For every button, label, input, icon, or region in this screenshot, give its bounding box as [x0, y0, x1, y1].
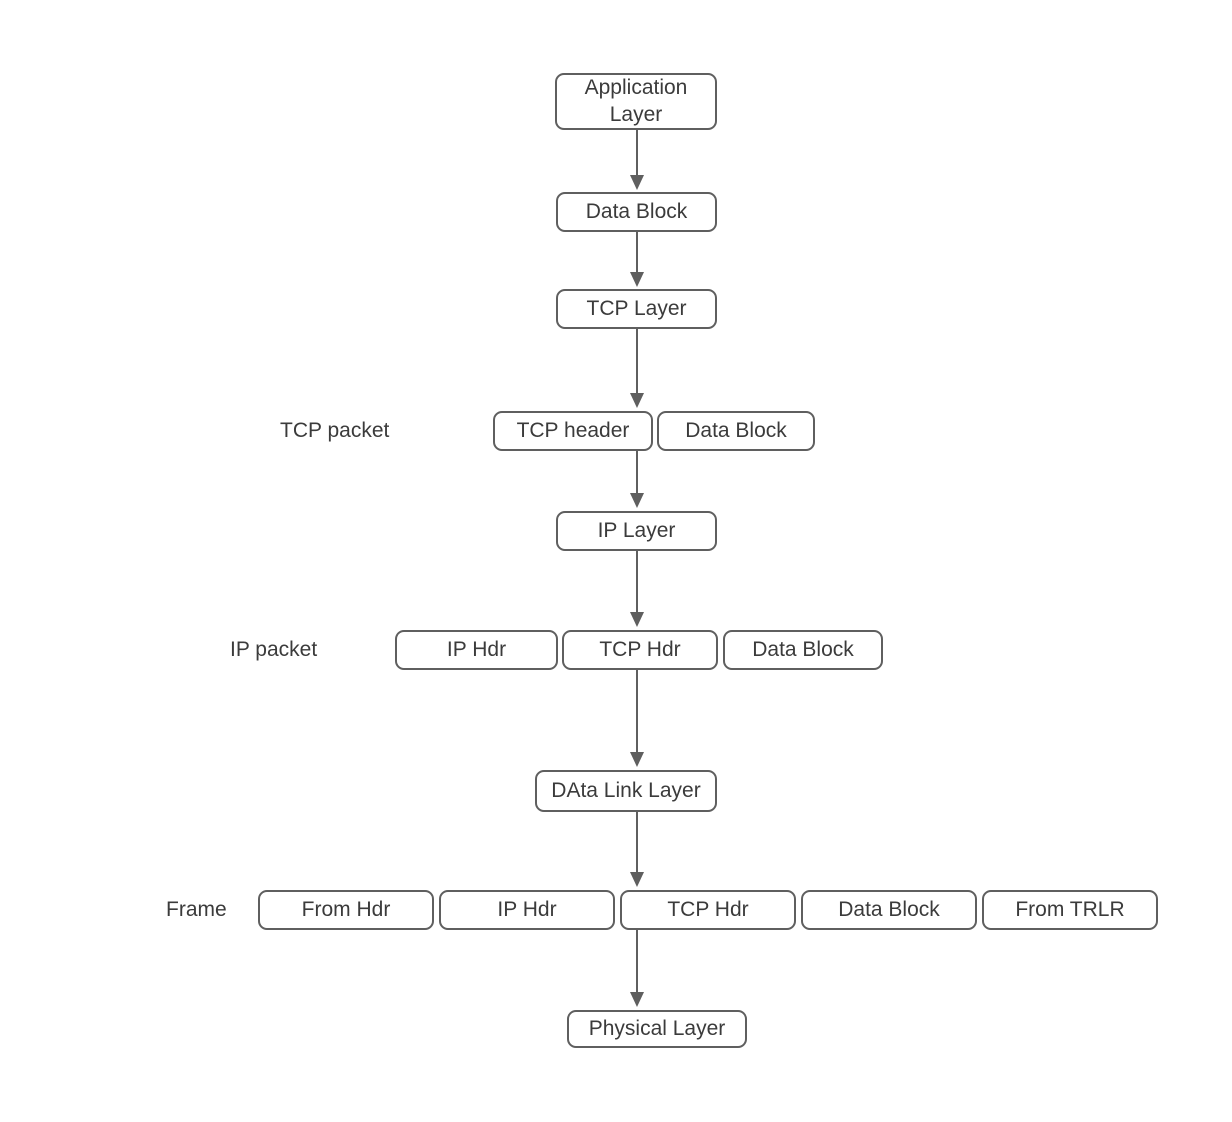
node-frame-tcp-hdr: TCP Hdr: [620, 890, 796, 930]
arrow-down-head-icon-8: [630, 992, 644, 1007]
node-ip-layer: IP Layer: [556, 511, 717, 551]
label-frame: Frame: [166, 898, 227, 921]
arrow-down-stem-8: [636, 930, 638, 994]
arrow-down-stem-5: [636, 551, 638, 614]
node-tcp-layer: TCP Layer: [556, 289, 717, 329]
node-tcp-packet-tcp-header: TCP header: [493, 411, 653, 451]
node-frame-ip-hdr: IP Hdr: [439, 890, 615, 930]
node-frame-from-hdr: From Hdr: [258, 890, 434, 930]
arrow-down-stem-4: [636, 451, 638, 495]
label-tcp-packet: TCP packet: [280, 419, 390, 442]
node-application-layer: Application Layer: [555, 73, 717, 130]
arrow-down-stem-6: [636, 670, 638, 754]
arrow-down-stem-1: [636, 130, 638, 177]
arrow-down-stem-7: [636, 812, 638, 874]
arrow-down-head-icon-6: [630, 752, 644, 767]
node-frame-data-block: Data Block: [801, 890, 977, 930]
node-tcp-packet-data-block: Data Block: [657, 411, 815, 451]
arrow-down-head-icon-7: [630, 872, 644, 887]
node-data-block-top: Data Block: [556, 192, 717, 232]
arrow-down-head-icon-5: [630, 612, 644, 627]
node-physical-layer: Physical Layer: [567, 1010, 747, 1048]
arrow-down-head-icon-1: [630, 175, 644, 190]
arrow-down-stem-3: [636, 329, 638, 395]
node-frame-from-trlr: From TRLR: [982, 890, 1158, 930]
arrow-down-head-icon-4: [630, 493, 644, 508]
node-ip-packet-data-block: Data Block: [723, 630, 883, 670]
label-ip-packet: IP packet: [230, 638, 318, 661]
arrow-down-head-icon-3: [630, 393, 644, 408]
arrow-down-head-icon-2: [630, 272, 644, 287]
node-ip-packet-tcp-hdr: TCP Hdr: [562, 630, 718, 670]
arrow-down-stem-2: [636, 232, 638, 274]
node-ip-packet-ip-hdr: IP Hdr: [395, 630, 558, 670]
node-data-link-layer: DAta Link Layer: [535, 770, 717, 812]
